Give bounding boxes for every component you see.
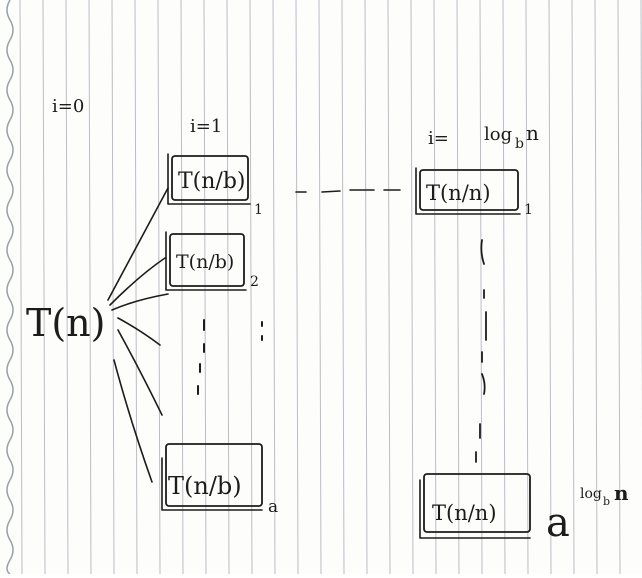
rule-line [42,0,46,575]
level1-node-2-box [169,233,245,287]
rule-line [548,0,552,575]
level1-node-1: T(n/b) 1 [167,153,263,218]
level1-node-a: T(n/b) a [161,443,278,517]
leaf-count-exp-arg: n [614,481,629,505]
rule-line [410,0,414,575]
level1-node-2-bracket [165,231,247,291]
rule-line [318,0,322,575]
rule-line [640,0,642,431]
level1-node-a-box [165,443,263,507]
level-label-last-base: b [515,136,524,152]
level-label-0: i=0 [52,96,84,117]
level1-node-1-bracket [167,153,251,205]
level1-node-a-bracket [161,457,263,511]
edge-root-to-mid-b [117,317,161,346]
ruled-lines [19,0,642,575]
rule-line [134,0,138,575]
leaf-count-exp-base: b [603,495,610,508]
level1-node-2-index: 2 [250,274,259,290]
leaf-node-1-bracket [415,167,521,215]
leaf-node-1: T(n/n) 1 [415,167,533,218]
leaf-node-1-box [419,169,519,211]
level-label-last: i= log b n [428,121,539,152]
edge-root-to-node-2 [109,257,166,306]
rule-line [272,0,276,575]
rule-line [65,0,69,575]
leaf-node-1-label: T(n/n) [426,181,491,205]
rule-line [111,0,115,575]
level-dashed-connector [295,189,401,193]
leaf-node-1-index: 1 [524,202,533,218]
level1-node-2-label: T(n/b) [176,251,234,273]
level1-node-a-index: a [268,497,278,517]
rule-line [88,0,92,575]
rule-line [364,0,368,575]
rule-line [387,0,391,575]
edge-root-to-mid-a [111,293,169,311]
rule-line [456,0,460,575]
edge-root-to-mid-c [117,329,163,416]
level1-node-1-index: 1 [254,202,263,218]
rule-line [617,0,621,575]
torn-margin-edge [6,0,14,575]
leaf-count-expression: a log b n [546,481,629,546]
rule-line [594,0,598,575]
leaf-node-last: T(n/n) [419,473,531,539]
rule-line [433,0,437,575]
leaf-node-last-box [423,473,531,533]
edge-root-to-node-1 [107,187,169,301]
rule-line [249,0,253,575]
rule-line [295,0,299,575]
leaf-count-exp-log: log [580,486,602,502]
edge-root-to-node-a [113,359,153,483]
leaf-node-last-label: T(n/n) [432,501,497,525]
rule-line [180,0,184,575]
level1-node-1-box [171,155,249,201]
rule-line [203,0,207,575]
rule-line [479,0,483,575]
rule-line [157,0,161,575]
leaf-node-last-bracket [419,479,531,539]
rule-line [226,0,230,575]
level-label-last-log: log [484,124,512,145]
level1-node-1-label: T(n/b) [178,169,246,194]
level1-node-2: T(n/b) 2 [165,231,259,291]
level-label-1: i=1 [190,116,222,137]
level1-vertical-ellipsis [197,319,263,395]
leaf-vertical-ellipsis [475,239,487,463]
rule-line [341,0,345,575]
level1-node-a-label: T(n/b) [168,472,242,500]
rule-line [19,0,23,575]
level-label-last-prefix: i= [428,128,449,149]
rule-line [571,0,575,575]
leaf-count-base: a [546,500,570,546]
root-node-label: T(n) [26,301,105,345]
root-edges [107,187,169,483]
rule-line [502,0,506,575]
level-label-last-arg: n [526,121,539,145]
rule-line [525,0,529,575]
